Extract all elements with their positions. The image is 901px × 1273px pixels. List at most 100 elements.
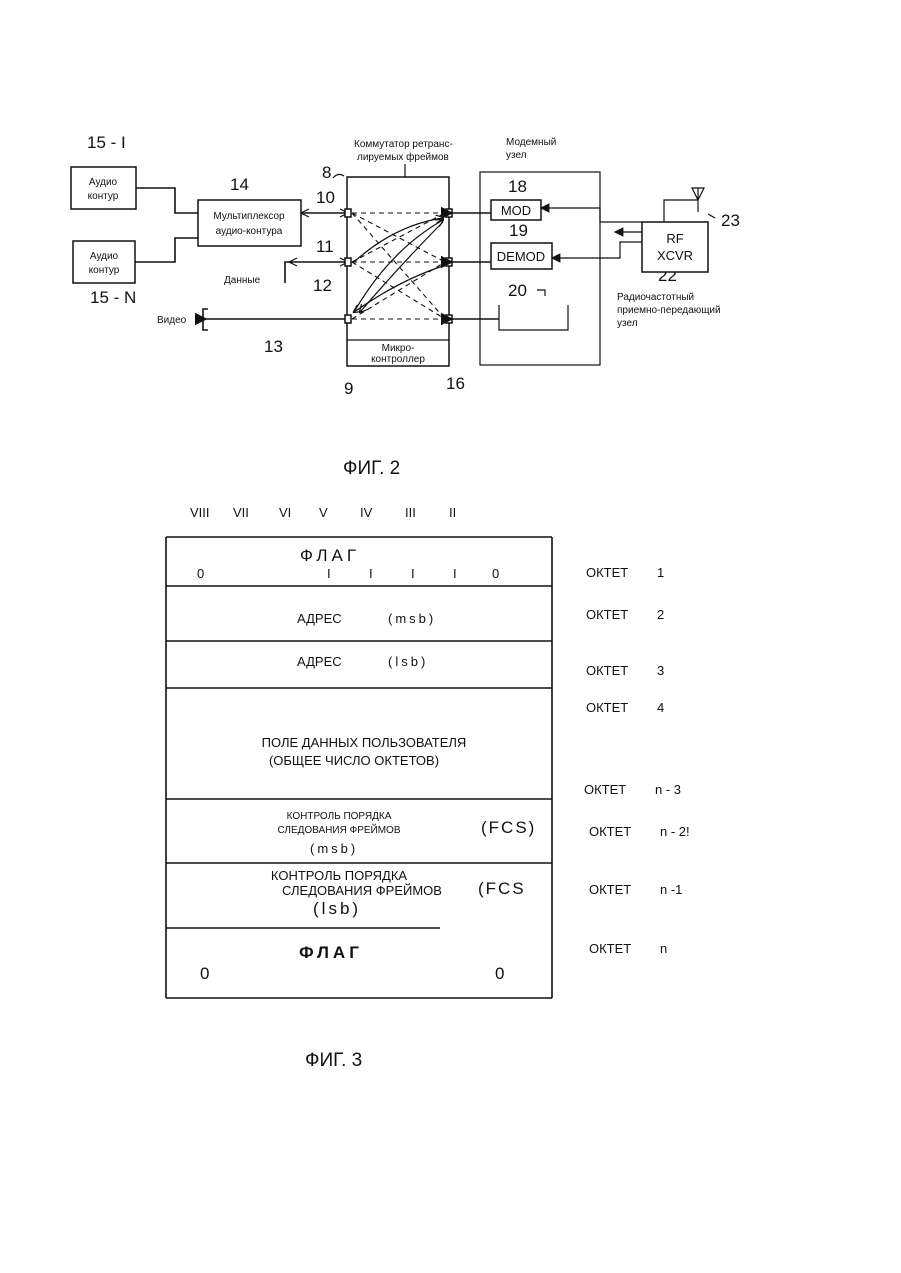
- micro-line2: контроллер: [371, 354, 425, 365]
- octet-n1-label: ОКТЕТ: [589, 882, 631, 897]
- octet-n-label: ОКТЕТ: [589, 941, 631, 956]
- flag1-bit-5: I: [453, 566, 457, 581]
- octet-3-num: 3: [657, 663, 664, 678]
- ref-12: 12: [313, 276, 332, 295]
- rf-label-line3: узел: [617, 318, 638, 329]
- rf-xcvr-box: [642, 222, 708, 272]
- flag2-bit-2: 0: [495, 964, 504, 983]
- rf-label-line1: Радиочастотный: [617, 292, 694, 303]
- addr-lsb-label: АДРЕС: [297, 654, 342, 669]
- data-bracket: [285, 262, 292, 283]
- octet-n-num: n: [660, 941, 667, 956]
- modem-title-line1: Модемный: [506, 137, 556, 148]
- bit-header-v: V: [319, 505, 328, 520]
- ref-15-1: 15 - I: [87, 133, 126, 152]
- rf-to-mod: [541, 208, 642, 222]
- octet-2-num: 2: [657, 607, 664, 622]
- switch-title-line1: Коммутатор ретранс-: [354, 139, 453, 150]
- port-left-1: [345, 209, 351, 217]
- addr-msb-label: АДРЕС: [297, 611, 342, 626]
- flag1-bit-2: I: [327, 566, 331, 581]
- octet-n3-num: n - 3: [655, 782, 681, 797]
- modem-title-line2: узел: [506, 150, 527, 161]
- ref-11: 11: [316, 237, 334, 256]
- octet-n3-label: ОКТЕТ: [584, 782, 626, 797]
- audio-loop-n-line2: контур: [89, 265, 120, 276]
- bit-header-iii: III: [405, 505, 416, 520]
- flag1-bit-1: 0: [197, 566, 204, 581]
- octet-4-label: ОКТЕТ: [586, 700, 628, 715]
- ref-10: 10: [316, 188, 335, 207]
- flag1-title: ФЛАГ: [300, 546, 360, 565]
- rf-to-demod: [552, 242, 642, 258]
- addr-msb-suffix: (msb): [388, 611, 436, 626]
- octet-1-num: 1: [657, 565, 664, 580]
- antenna-feed: [664, 200, 698, 222]
- bit-header-vii: VII: [233, 505, 249, 520]
- switch-title-line2: лируемых фреймов: [357, 151, 449, 163]
- octet-1-label: ОКТЕТ: [586, 565, 628, 580]
- video-label: Видео: [157, 315, 187, 326]
- ref-18: 18: [508, 177, 527, 196]
- micro-line1: Микро-: [382, 343, 415, 354]
- octet-n2-num: n - 2!: [660, 824, 690, 839]
- fcs-msb-line1: КОНТРОЛЬ ПОРЯДКА: [287, 811, 392, 822]
- ref-20: 20: [508, 281, 527, 300]
- bit-header-viii: VIII: [190, 505, 210, 520]
- rf-line1: RF: [666, 231, 683, 246]
- figure-2-block-diagram: 15 - I 15 - N 14 8 10 11 12 13 9 16 18 1…: [71, 133, 740, 479]
- ref-8: 8: [322, 163, 331, 182]
- mux-line2: аудио-контура: [216, 226, 283, 237]
- port-left-3: [345, 315, 351, 323]
- octet-3-label: ОКТЕТ: [586, 663, 628, 678]
- ref-8-leader: [333, 174, 344, 178]
- bit-header-ii: II: [449, 505, 456, 520]
- flag2-bit-1: 0: [200, 964, 209, 983]
- fcs-lsb-line1: КОНТРОЛЬ ПОРЯДКА: [271, 868, 407, 883]
- bit-header-iv: IV: [360, 505, 373, 520]
- ref-15-n: 15 - N: [90, 288, 136, 307]
- mux-box: [198, 200, 301, 246]
- octet-n1-num: n -1: [660, 882, 682, 897]
- figure-2-caption: ФИГ. 2: [343, 458, 400, 479]
- fcs-msb-line2: СЛЕДОВАНИЯ ФРЕЙМОВ: [278, 823, 401, 836]
- figure-3-frame-format: VIII VII VI V IV III II ФЛАГ 0 I I I I 0…: [166, 505, 690, 1071]
- loopn-to-mux-line: [135, 238, 198, 262]
- ref-14: 14: [230, 175, 249, 194]
- rf-label-line2: приемно-передающий: [617, 305, 721, 316]
- user-data-line2: (ОБЩЕЕ ЧИСЛО ОКТЕТОВ): [269, 753, 439, 768]
- demod-label: DEMOD: [497, 249, 545, 264]
- ref-9: 9: [344, 379, 353, 398]
- audio-loop-n-box: [73, 241, 135, 283]
- ref-13: 13: [264, 337, 283, 356]
- ref-20-leader: [537, 290, 545, 296]
- port-right-3: [446, 315, 452, 323]
- fcs-lsb-code: (FCS: [478, 879, 526, 898]
- flag1-bit-4: I: [411, 566, 415, 581]
- flag1-bit-6: 0: [492, 566, 499, 581]
- octet-4-num: 4: [657, 700, 664, 715]
- rf-line2: XCVR: [657, 248, 693, 263]
- ref-23: 23: [721, 211, 740, 230]
- data-label: Данные: [224, 275, 261, 286]
- ref-19: 19: [509, 221, 528, 240]
- ref-16: 16: [446, 374, 465, 393]
- fcs-msb-suffix: (msb): [310, 841, 358, 856]
- flag1-bit-3: I: [369, 566, 373, 581]
- audio-loop-1-box: [71, 167, 136, 209]
- addr-lsb-suffix: (lsb): [388, 654, 428, 669]
- port-left-2: [345, 258, 351, 266]
- figure-3-caption: ФИГ. 3: [305, 1050, 362, 1071]
- port-right-1: [446, 209, 452, 217]
- octet-n2-label: ОКТЕТ: [589, 824, 631, 839]
- audio-loop-1-line2: контур: [88, 191, 119, 202]
- mux-line1: Мультиплексор: [213, 211, 285, 222]
- ref-23-leader: [708, 214, 715, 218]
- user-data-line1: ПОЛЕ ДАННЫХ ПОЛЬЗОВАТЕЛЯ: [262, 735, 467, 750]
- mod-label: MOD: [501, 203, 531, 218]
- fcs-lsb-line2: СЛЕДОВАНИЯ ФРЕЙМОВ: [282, 883, 442, 898]
- frame-relay-switch-box: [347, 177, 449, 366]
- audio-loop-n-line1: Аудио: [90, 251, 119, 262]
- audio-loop-1-line1: Аудио: [89, 177, 118, 188]
